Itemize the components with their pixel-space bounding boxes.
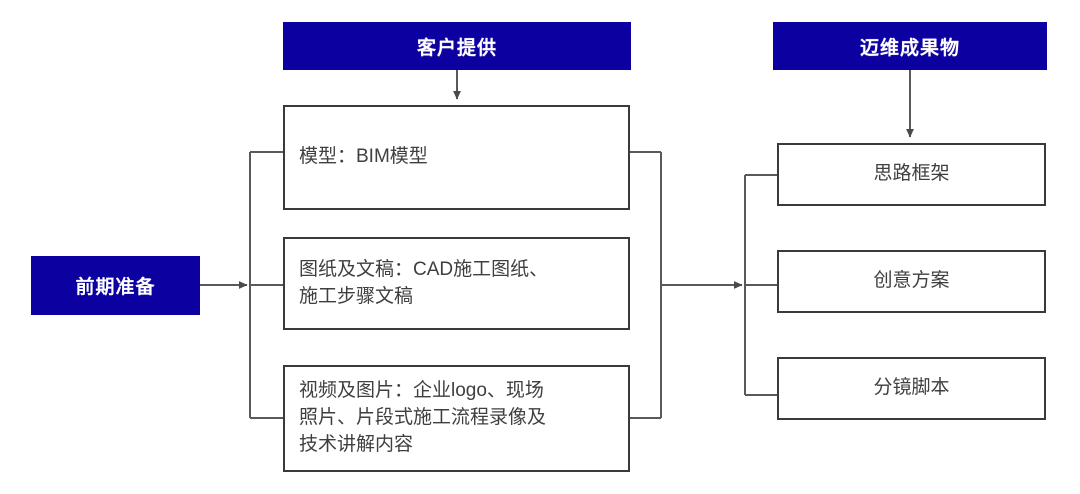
node-output-framework-label: 思路框架 (873, 163, 950, 185)
node-input-video-images-label: 视频及图片：企业logo、现场 照片、片段式施工流程录像及 技术讲解内容 (299, 380, 547, 455)
header-customer-provided[interactable]: 客户提供 (283, 22, 631, 70)
node-input-drawings-documents[interactable]: 图纸及文稿：CAD施工图纸、 施工步骤文稿 (283, 237, 630, 330)
node-preliminary-preparation-label: 前期准备 (75, 277, 156, 298)
node-input-video-images[interactable]: 视频及图片：企业logo、现场 照片、片段式施工流程录像及 技术讲解内容 (283, 365, 630, 472)
node-input-model[interactable]: 模型：BIM模型 (283, 105, 630, 210)
node-input-drawings-documents-label: 图纸及文稿：CAD施工图纸、 施工步骤文稿 (299, 258, 549, 307)
node-output-storyboard[interactable]: 分镜脚本 (777, 357, 1046, 420)
node-output-storyboard-label: 分镜脚本 (873, 377, 950, 399)
outputs-fan-bracket (744, 174, 777, 396)
node-input-model-label: 模型：BIM模型 (299, 146, 428, 168)
header-customer-provided-label: 客户提供 (416, 37, 497, 59)
header-maiwei-deliverables[interactable]: 迈维成果物 (773, 22, 1047, 70)
header-maiwei-deliverables-label: 迈维成果物 (859, 37, 960, 59)
node-output-creative-plan-label: 创意方案 (873, 270, 950, 292)
node-output-framework[interactable]: 思路框架 (777, 143, 1046, 206)
left-bracket (249, 151, 283, 419)
node-output-creative-plan[interactable]: 创意方案 (777, 250, 1046, 313)
node-preliminary-preparation[interactable]: 前期准备 (31, 256, 200, 315)
inputs-gather-bracket (630, 151, 662, 419)
